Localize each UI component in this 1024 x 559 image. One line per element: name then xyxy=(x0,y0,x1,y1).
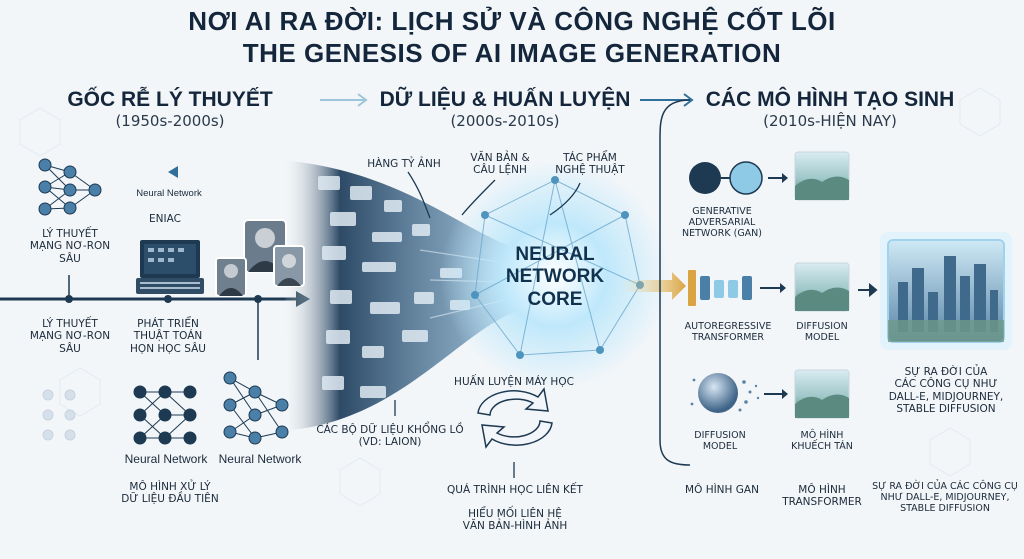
neural-core xyxy=(440,160,670,390)
section-arrows xyxy=(320,93,368,107)
network-icon-2 xyxy=(223,371,289,445)
landscape-thumbnail-1 xyxy=(794,151,850,201)
annotation-arrows xyxy=(407,171,581,219)
label-artworks: TÁC PHẨM NGHỆ THUẬT xyxy=(555,152,625,177)
label-gan-vi: MÔ HÌNH GAN xyxy=(685,484,759,496)
label-eniac: ENIAC xyxy=(149,213,181,225)
network-icon-faint xyxy=(42,389,76,441)
label-nn-theory-top: LÝ THUYẾT MẠNG NƠ-RON SÂU xyxy=(29,228,111,265)
label-deep-learning: PHÁT TRIỂN THUẬT TOÁN HỌN HỌC SÂU xyxy=(130,318,206,355)
label-neural-network-logo: Neural Network xyxy=(136,188,202,199)
label-tools-2: SỰ RA ĐỜI CỦA CÁC CÔNG CỤ NHƯ DALL-E, MI… xyxy=(872,481,1018,515)
label-tools-1: SỰ RA ĐỜI CỦA CÁC CÔNG CỤ NHƯ DALL-E, MI… xyxy=(888,366,1004,416)
label-gan: GENERATIVE ADVERSARIAL NETWORK (GAN) xyxy=(681,206,762,240)
label-billions-images: HÀNG TỶ ẢNH xyxy=(367,158,441,170)
city-image xyxy=(880,232,1012,350)
main-title-line-2: THE GENESIS OF AI IMAGE GENERATION xyxy=(242,38,782,68)
label-text-prompts: VĂN BẢN & CÂU LỆNH xyxy=(470,152,530,177)
output-arrow xyxy=(620,272,686,300)
section-heading-data: DỮ LIỆU & HUẤN LUYỆN xyxy=(379,88,631,111)
label-neural-network-1: Neural Network xyxy=(124,452,208,466)
section-years-data: (2000s-2010s) xyxy=(450,112,560,130)
portrait-icons xyxy=(215,219,305,297)
thumbnail-arrows xyxy=(858,282,878,298)
label-datasets: CÁC BỘ DỮ LIỆU KHỔNG LỒ (VD: LAION) xyxy=(316,424,464,449)
transformer-icon xyxy=(688,270,786,306)
label-transformer-vi: MÔ HÌNH TRANSFORMER xyxy=(782,484,862,509)
label-assoc-learning: QUÁ TRÌNH HỌC LIÊN KẾT xyxy=(447,484,583,496)
label-diffusion-model-1: DIFFUSION MODEL xyxy=(796,321,848,344)
eniac-computer-icon xyxy=(136,240,204,294)
section-heading-theory: GỐC RỄ LÝ THUYẾT xyxy=(67,88,273,111)
label-text-image: HIỂU MỐI LIÊN HỆ VĂN BẢN-HÌNH ẢNH xyxy=(462,508,568,533)
section-years-theory: (1950s-2000s) xyxy=(115,112,225,130)
cycle-arrows xyxy=(477,387,553,449)
label-autoregressive: AUTOREGRESSIVE TRANSFORMER xyxy=(684,321,772,344)
label-first-model: MÔ HÌNH XỬ LÝ DỮ LIỆU ĐẦU TIÊN xyxy=(121,481,219,506)
landscape-thumbnail-3 xyxy=(794,369,850,419)
label-nn-theory-bottom: LÝ THUYẾT MẠNG NƠ-RON SÂU xyxy=(29,318,111,355)
gan-icon xyxy=(689,161,788,195)
models-bracket xyxy=(659,99,691,466)
network-icon-top xyxy=(38,158,102,216)
logo-mark-icon xyxy=(168,166,178,178)
label-diffusion-model-2: DIFFUSION MODEL xyxy=(694,430,746,453)
diffusion-sphere-icon xyxy=(690,373,788,413)
network-icon-1 xyxy=(133,385,197,445)
hex-background xyxy=(19,87,1001,507)
label-ml-training: HUẤN LUYỆN MÁY HỌC xyxy=(454,376,574,388)
label-neural-network-2: Neural Network xyxy=(218,452,302,466)
main-title-line-1: NƠI AI RA ĐỜI: LỊCH SỬ VÀ CÔNG NGHỆ CỐT … xyxy=(188,6,836,36)
label-diffusion-vi: MÔ HÌNH KHUẾCH TÁN xyxy=(791,430,853,453)
section-heading-models: CÁC MÔ HÌNH TẠO SINH xyxy=(705,88,955,111)
section-years-models: (2010s-HIỆN NAY) xyxy=(763,112,897,130)
label-neural-network-core: NEURAL NETWORK CORE xyxy=(505,244,605,310)
landscape-thumbnail-2 xyxy=(794,262,850,312)
